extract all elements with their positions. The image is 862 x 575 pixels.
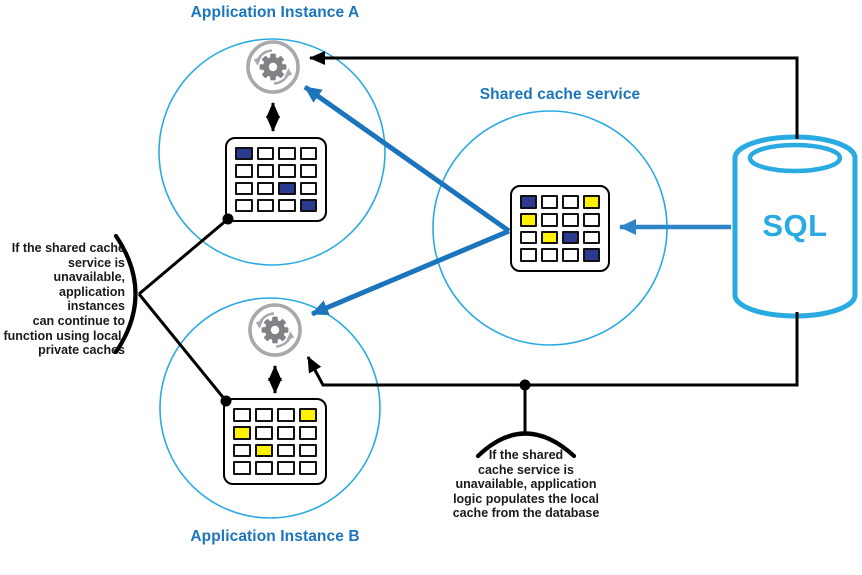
gear-sync-icon-b — [248, 303, 302, 357]
cache-cell-white — [233, 443, 251, 458]
cache-cell-white — [583, 230, 600, 245]
cache-cell-yellow — [255, 443, 273, 458]
bottom-callout-note: If the shared cache service is unavailab… — [452, 448, 600, 521]
cache-cell-white — [255, 425, 273, 440]
cache-cell-white — [299, 147, 317, 161]
cache-cell-white — [562, 212, 579, 227]
cache-cell-yellow — [541, 230, 558, 245]
cache-cell-white — [299, 425, 317, 440]
cache-cell-white — [235, 198, 253, 212]
sql-to-gear-b-line — [306, 312, 799, 387]
cache-cell-white — [278, 147, 296, 161]
cache-cell-yellow — [583, 195, 600, 209]
cache-cell-white — [255, 408, 273, 422]
cache-cell-white — [277, 443, 295, 458]
shared-cache-to-gear-a-arrow — [303, 84, 511, 234]
cache-cell-white — [255, 461, 273, 475]
left-callout-leader-b — [137, 293, 228, 402]
cache-cell-white — [541, 195, 558, 209]
cache-cell-white — [583, 212, 600, 227]
cache-cell-white — [520, 248, 537, 262]
cache-cell-navy — [299, 198, 317, 212]
cache-cell-white — [277, 408, 295, 422]
cache-cell-white — [541, 212, 558, 227]
cache-cell-navy — [235, 147, 253, 161]
cache-cell-white — [541, 248, 558, 262]
gear-sync-icon-a — [246, 40, 300, 94]
cache-cell-navy — [278, 181, 296, 195]
gear-glyph — [259, 53, 287, 81]
cache-cell-navy — [562, 230, 579, 245]
instance-b-cache-icon — [223, 398, 327, 485]
cache-cell-white — [277, 461, 295, 475]
cache-cell-white — [299, 461, 317, 475]
cache-cell-white — [235, 181, 253, 195]
cache-cell-yellow — [520, 212, 537, 227]
cache-cell-yellow — [299, 408, 317, 422]
cache-cell-white — [256, 181, 274, 195]
cache-cell-white — [299, 181, 317, 195]
left-callout-leader-a — [138, 217, 229, 296]
cache-cell-white — [256, 198, 274, 212]
cache-cell-white — [299, 164, 317, 178]
cache-cell-white — [562, 195, 579, 209]
cache-cell-white — [256, 164, 274, 178]
cache-cell-white — [233, 461, 251, 475]
gear-glyph — [261, 316, 289, 344]
shared-cache-to-gear-b-arrow — [311, 228, 510, 317]
shared-cache-icon — [510, 185, 610, 272]
cache-cell-white — [277, 425, 295, 440]
cache-cell-white — [562, 248, 579, 262]
cache-cell-white — [278, 164, 296, 178]
shared-cache-title: Shared cache service — [479, 86, 641, 103]
cache-cell-white — [233, 408, 251, 422]
cache-cell-white — [520, 230, 537, 245]
instance-b-title: Application Instance B — [190, 528, 360, 545]
instance-a-cache-icon — [225, 137, 327, 222]
cache-cell-white — [299, 443, 317, 458]
cache-cell-white — [235, 164, 253, 178]
left-callout-note: If the shared cache service is unavailab… — [3, 241, 125, 358]
instance-a-title: Application Instance A — [190, 4, 360, 21]
cache-cell-yellow — [233, 425, 251, 440]
cache-cell-navy — [583, 248, 600, 262]
cache-cell-white — [278, 198, 296, 212]
leader-dot-bottom — [519, 379, 531, 391]
sql-database-label: SQL — [762, 208, 828, 243]
cache-cell-white — [256, 147, 274, 161]
cache-cell-navy — [520, 195, 537, 209]
